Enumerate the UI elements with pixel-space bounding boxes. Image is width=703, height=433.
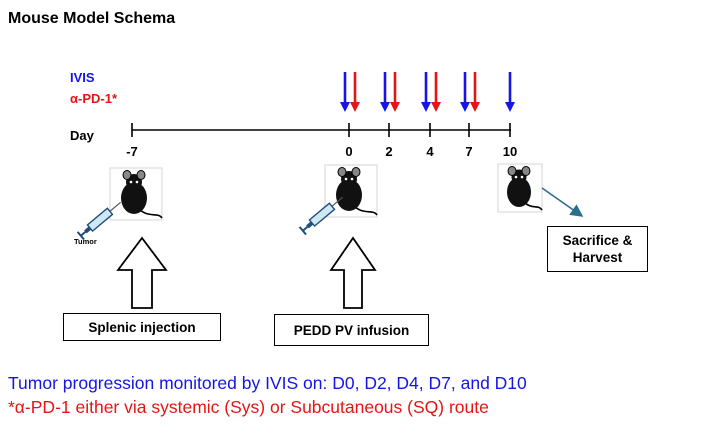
- mouse-day-minus7: [109, 167, 163, 221]
- day-axis-label: Day: [70, 128, 95, 143]
- ivis-arrow: [421, 72, 431, 112]
- tick-label: 2: [385, 144, 392, 159]
- syringe-icon: [298, 196, 344, 236]
- tick-label: 0: [345, 144, 352, 159]
- mouse-day-0: [324, 164, 378, 218]
- ivis-arrow: [340, 72, 350, 112]
- syringe-icon: [76, 201, 122, 241]
- antipd1-arrow: [470, 72, 480, 112]
- ivis-arrow: [460, 72, 470, 112]
- pedd-infusion-box: PEDD PV infusion: [274, 314, 429, 346]
- antipd1-arrow: [350, 72, 360, 112]
- ivis-arrow: [380, 72, 390, 112]
- ivis-footnote: Tumor progression monitored by IVIS on: …: [8, 373, 527, 393]
- splenic-injection-box: Splenic injection: [63, 313, 221, 341]
- tumor-label: Tumor: [74, 237, 97, 246]
- ivis-arrow: [505, 72, 515, 112]
- legend-antipd1-label: α-PD-1*: [70, 91, 117, 106]
- antipd1-arrow: [390, 72, 400, 112]
- tick-label: 4: [426, 144, 434, 159]
- tick-label: 10: [503, 144, 517, 159]
- tick-label: 7: [465, 144, 472, 159]
- hollow-up-arrow-pedd: [329, 236, 377, 309]
- legend-ivis-label: IVIS: [70, 70, 95, 85]
- diagram-title: Mouse Model Schema: [8, 10, 176, 27]
- tick-label: -7: [126, 144, 138, 159]
- timeline-ticks: -7 0 2 4 7 10: [126, 123, 517, 159]
- mouse-day-10: [497, 163, 543, 213]
- antipd1-arrow: [431, 72, 441, 112]
- sacrifice-harvest-box: Sacrifice & Harvest: [547, 226, 648, 272]
- hollow-up-arrow-splenic: [116, 236, 168, 309]
- harvest-label: Harvest: [572, 250, 623, 265]
- dose-arrows: [340, 72, 515, 112]
- antipd1-footnote: *α-PD-1 either via systemic (Sys) or Sub…: [8, 397, 489, 417]
- harvest-arrow: [541, 187, 584, 217]
- sacrifice-label: Sacrifice &: [562, 233, 633, 248]
